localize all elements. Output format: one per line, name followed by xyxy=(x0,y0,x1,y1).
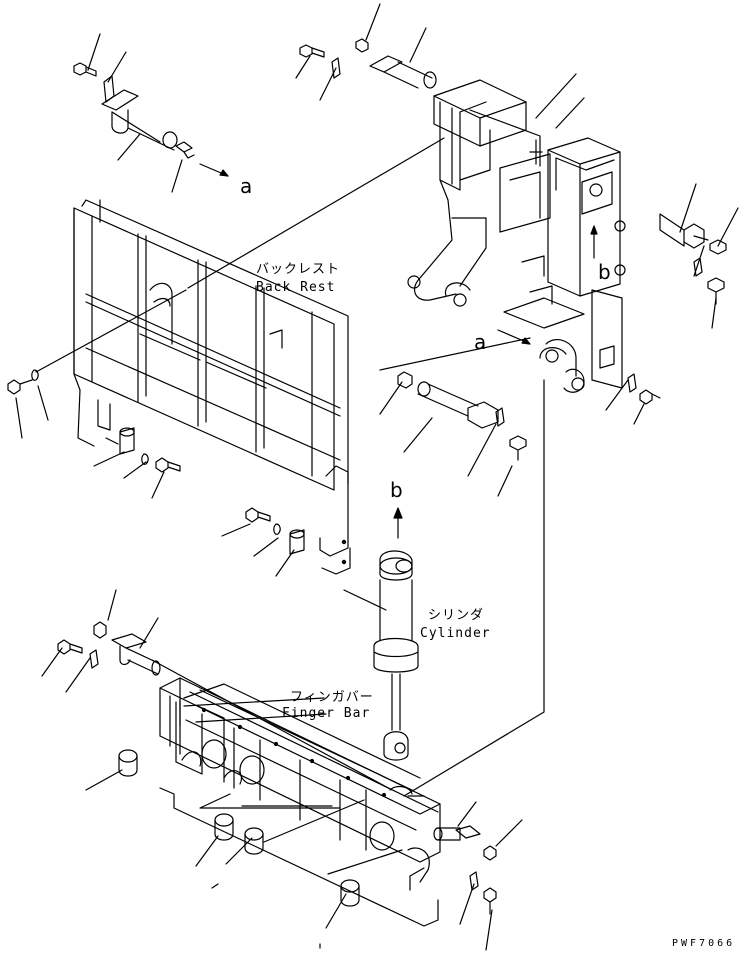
back-rest xyxy=(73,199,351,575)
bolt-top-center xyxy=(299,44,325,58)
top-center-pin-group xyxy=(295,3,437,101)
carriage-frame xyxy=(407,73,626,393)
bushing-1 xyxy=(118,749,138,777)
top-left-pin-group xyxy=(73,33,229,193)
finger-bar-label-jp: フィンガバー xyxy=(290,690,374,705)
bolt-right-mid xyxy=(639,389,661,405)
bushing-3 xyxy=(244,827,264,855)
ref-a-top: a xyxy=(240,174,253,198)
bolt-left xyxy=(7,379,33,395)
finger-bar-label-en: Finger Bar xyxy=(282,706,371,721)
lock-plate-fb xyxy=(89,649,99,669)
washer-right-lower xyxy=(273,523,281,535)
grease-fitting-top-left xyxy=(175,141,195,159)
backrest-fasteners xyxy=(7,137,445,577)
grease-fitting-fb-right xyxy=(483,845,497,861)
cylinder xyxy=(373,507,419,761)
bolt-mid xyxy=(509,435,527,461)
pin-fb-left xyxy=(111,633,161,676)
ref-a-mid: a xyxy=(474,330,487,354)
mid-right-pin-group xyxy=(379,337,661,497)
lock-plate-right-mid xyxy=(627,373,637,393)
pin-top-left xyxy=(101,89,178,151)
pin-fb-right xyxy=(433,825,481,841)
bushing-4 xyxy=(340,879,360,907)
finger-bar xyxy=(159,677,441,927)
spacer-left xyxy=(119,427,135,455)
bolt-right-lower xyxy=(245,507,271,523)
pin-top-center xyxy=(369,55,437,89)
lock-plate-mid xyxy=(495,407,505,427)
back-rest-label-jp: バックレスト xyxy=(256,262,341,277)
spacer-right-lower xyxy=(289,529,305,555)
lock-plate-fb-right xyxy=(469,871,479,891)
grease-fitting-mid xyxy=(397,371,413,389)
grease-fitting-fb xyxy=(93,621,107,639)
ref-b-top: b xyxy=(598,260,611,284)
bolt-fb-right xyxy=(483,887,497,915)
washer-lower xyxy=(141,453,149,465)
cylinder-label-jp: シリンダ xyxy=(428,608,485,623)
drawing-code: PWF7066 xyxy=(672,938,736,949)
back-rest-label-en: Back Rest xyxy=(256,280,336,295)
bolt-fb-left xyxy=(57,639,83,655)
bushing-2 xyxy=(214,813,234,841)
grease-fitting-right xyxy=(709,239,727,255)
cylinder-label-en: Cylinder xyxy=(420,626,491,641)
finger-bar-fasteners xyxy=(41,589,523,951)
grease-fitting-top-center xyxy=(355,38,369,53)
ref-b-cylinder: b xyxy=(390,478,403,502)
bolt-top-left xyxy=(73,62,97,77)
right-pin-group xyxy=(659,183,739,329)
bolt-lower xyxy=(155,457,181,473)
reference-lines xyxy=(151,379,545,875)
